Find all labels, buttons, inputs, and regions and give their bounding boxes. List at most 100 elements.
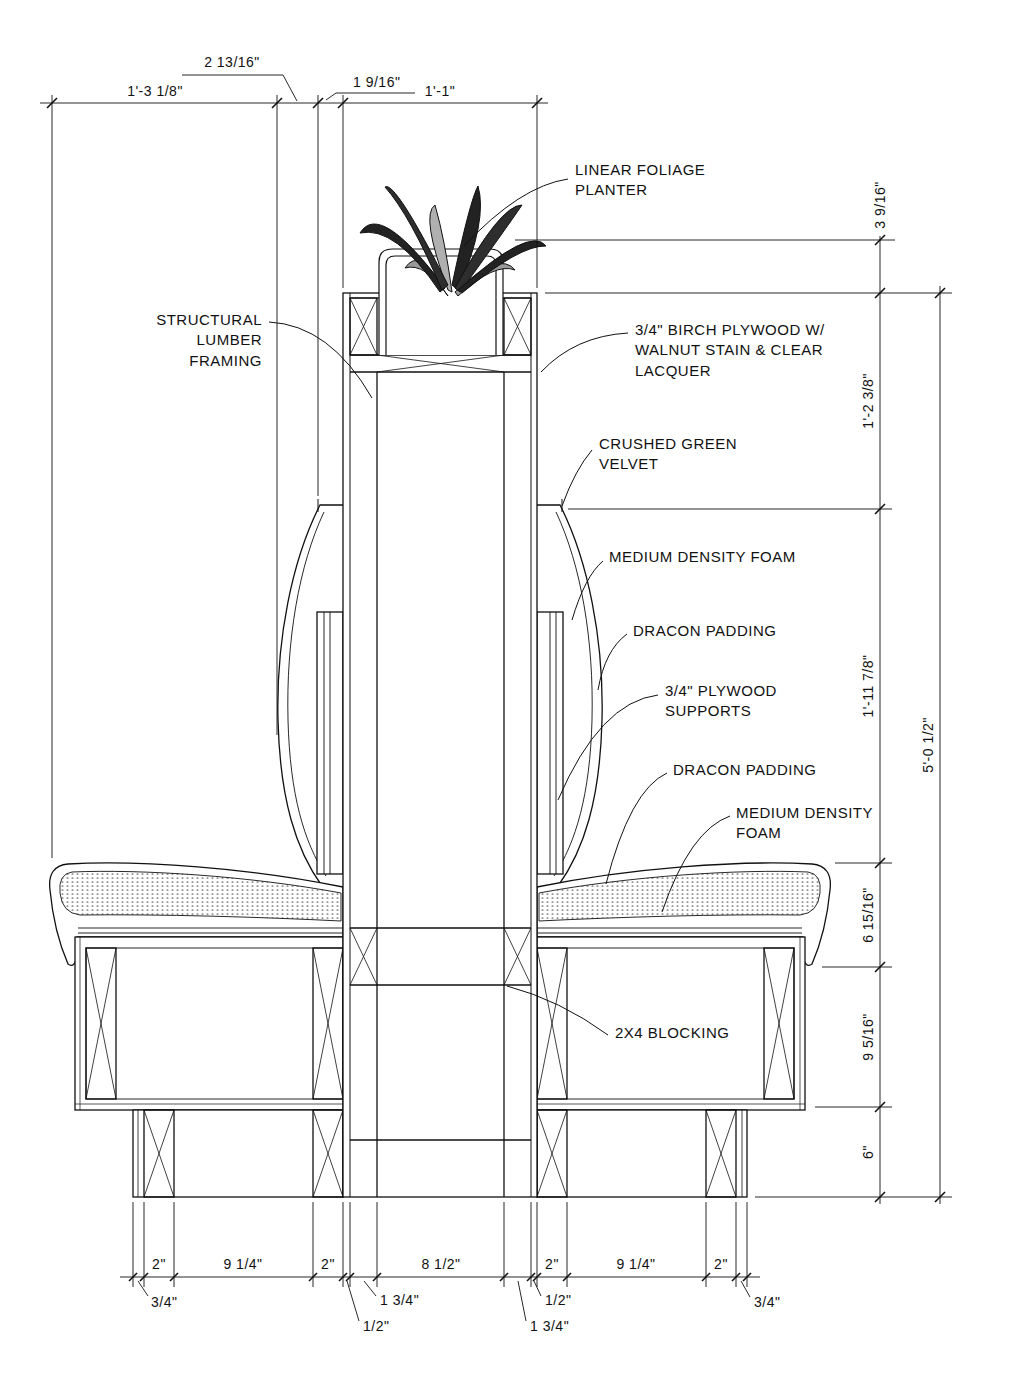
callout-label: MEDIUM DENSITY FOAM bbox=[735, 803, 877, 844]
dimension-label: 6 15/16" bbox=[859, 886, 878, 944]
dimension-ticks bbox=[743, 1273, 751, 1281]
dimension-ticks bbox=[339, 1273, 347, 1281]
seat-cushion bbox=[78, 933, 343, 934]
dimension-ticks bbox=[309, 1273, 317, 1281]
seat-box bbox=[86, 948, 116, 1099]
callout-label: DRACON PADDING bbox=[672, 760, 817, 780]
dimension-ticks bbox=[875, 504, 885, 514]
toe-kick-base bbox=[133, 1110, 343, 1197]
leader-lines bbox=[606, 773, 667, 884]
dimension-lines bbox=[318, 95, 319, 496]
dimension-ticks bbox=[140, 1273, 148, 1281]
leader-lines bbox=[507, 986, 608, 1035]
dimension-ticks bbox=[875, 1192, 885, 1202]
foliage bbox=[360, 186, 546, 296]
dimension-label: 2" bbox=[544, 1255, 560, 1274]
dimension-lines bbox=[534, 1281, 541, 1296]
booth-seat-half bbox=[50, 499, 343, 1197]
callout-label: LINEAR FOLIAGE PLANTER bbox=[574, 160, 741, 201]
callout-label: 3/4" BIRCH PLYWOOD W/ WALNUT STAIN & CLE… bbox=[634, 320, 826, 381]
dimension-label: 3/4" bbox=[753, 1293, 781, 1312]
toe-kick-base bbox=[313, 1110, 343, 1197]
dimension-ticks bbox=[875, 288, 885, 298]
toe-kick-base bbox=[138, 1110, 139, 1197]
dimension-ticks bbox=[533, 1273, 541, 1281]
center-column bbox=[377, 355, 504, 372]
center-column bbox=[350, 298, 377, 355]
center-column bbox=[343, 293, 537, 1197]
center-column bbox=[504, 298, 531, 355]
dimension-label: 1 9/16" bbox=[352, 73, 401, 92]
dimension-lines bbox=[940, 286, 941, 1204]
dimension-lines bbox=[120, 1277, 760, 1278]
dimension-label: 1'-2 3/8" bbox=[859, 372, 878, 430]
dimension-ticks bbox=[702, 1273, 710, 1281]
foliage bbox=[385, 187, 448, 290]
dimension-ticks bbox=[532, 98, 542, 108]
back-cushion bbox=[318, 499, 319, 512]
dimension-lines bbox=[822, 967, 892, 968]
dimension-label: 1'-1" bbox=[424, 82, 456, 101]
center-column bbox=[376, 372, 377, 1197]
dimension-ticks bbox=[935, 1192, 945, 1202]
dimension-label: 8 1/2" bbox=[420, 1255, 461, 1274]
dimension-lines bbox=[182, 75, 297, 101]
dimension-label: 6" bbox=[859, 1144, 878, 1160]
dimension-lines bbox=[537, 1202, 538, 1287]
dimension-label: 3 9/16" bbox=[871, 180, 890, 229]
dimension-ticks bbox=[875, 235, 885, 245]
leader-lines bbox=[558, 695, 658, 800]
leader-lines bbox=[598, 634, 627, 690]
center-column bbox=[504, 928, 531, 985]
callout-label: DRACON PADDING bbox=[632, 621, 777, 641]
dimension-lines bbox=[755, 1197, 952, 1198]
seat-box bbox=[75, 937, 343, 1110]
callout-label: CRUSHED GREEN VELVET bbox=[598, 434, 760, 475]
toe-kick-base bbox=[133, 1110, 343, 1197]
dimension-lines bbox=[537, 95, 538, 288]
seat-box bbox=[75, 1104, 343, 1105]
dimension-label: 9 1/4" bbox=[222, 1255, 263, 1274]
dimension-ticks bbox=[875, 962, 885, 972]
leader-lines bbox=[464, 179, 568, 246]
dimension-lines bbox=[40, 75, 952, 1321]
dimension-lines bbox=[40, 103, 548, 104]
dimension-lines bbox=[377, 1202, 378, 1287]
center-column bbox=[503, 372, 504, 1197]
center-column bbox=[504, 298, 531, 355]
dimension-lines bbox=[343, 95, 344, 288]
callout-label: STRUCTURAL LUMBER FRAMING bbox=[131, 310, 263, 371]
dimension-lines bbox=[515, 240, 895, 241]
dimension-label: 1'-11 7/8" bbox=[859, 654, 878, 719]
dimension-ticks bbox=[346, 1273, 354, 1281]
dimension-lines bbox=[835, 863, 892, 864]
center-column bbox=[504, 928, 531, 985]
dimension-lines bbox=[531, 1202, 532, 1287]
dimension-lines bbox=[518, 1281, 526, 1321]
dimension-lines bbox=[313, 1202, 314, 1287]
leader-lines bbox=[269, 179, 730, 1035]
dimension-lines bbox=[504, 1202, 505, 1287]
center-column bbox=[504, 298, 531, 355]
dimension-lines bbox=[326, 93, 415, 100]
dimension-ticks bbox=[338, 98, 348, 108]
dimension-label: 2" bbox=[151, 1255, 167, 1274]
back-cushion bbox=[278, 499, 343, 886]
dimension-label: 2" bbox=[320, 1255, 336, 1274]
dimension-lines bbox=[567, 1202, 568, 1287]
dimension-ticks bbox=[373, 1273, 381, 1281]
dimension-lines bbox=[568, 509, 892, 510]
dimension-lines bbox=[174, 1202, 175, 1287]
center-column bbox=[350, 298, 377, 355]
dimension-lines bbox=[741, 1281, 750, 1297]
back-cushion bbox=[278, 505, 343, 886]
plywood-support bbox=[317, 612, 343, 874]
dimension-label: 1 3/4" bbox=[379, 1291, 420, 1310]
dimension-lines bbox=[736, 1202, 737, 1287]
dimension-label: 2" bbox=[713, 1255, 729, 1274]
toe-kick-base bbox=[313, 1110, 343, 1197]
center-column bbox=[350, 298, 377, 355]
dimension-ticks bbox=[47, 98, 945, 1281]
dimension-lines bbox=[350, 1202, 351, 1287]
